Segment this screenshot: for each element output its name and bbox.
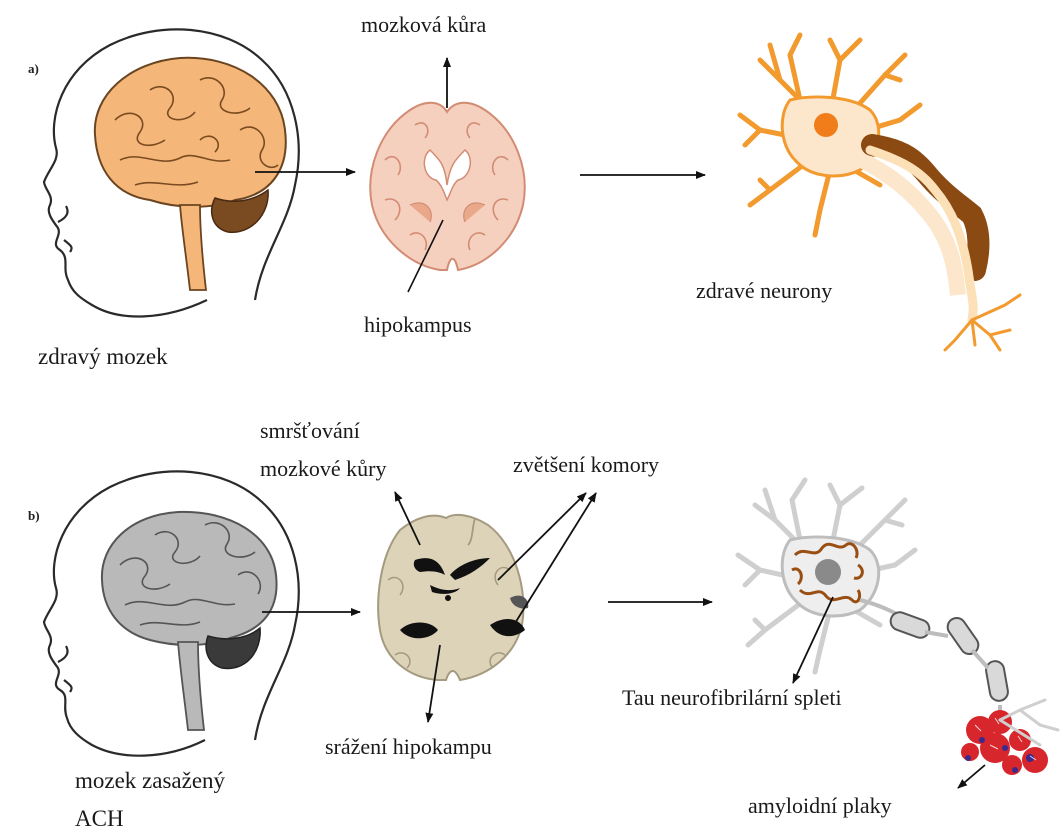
panel-b-tag: b) (28, 508, 40, 524)
affected-neuron (738, 480, 1058, 775)
label-affected-brain-line1: mozek zasažený (75, 768, 225, 794)
label-hippocampus: hipokampus (364, 312, 472, 337)
label-cortex-shrinking-line1: smršťování (260, 418, 360, 443)
label-affected-brain-line2: ACH (75, 806, 124, 832)
label-hippocampus-shrinking: srážení hipokampu (325, 734, 492, 759)
label-enlarged-ventricles: zvětšení komory (513, 452, 659, 477)
affected-brain (102, 512, 277, 730)
panel-a-tag: a) (28, 61, 39, 77)
healthy-brain-slice (370, 103, 524, 270)
myelin-segments (888, 610, 1009, 703)
arrow-ventricle-1 (498, 493, 586, 580)
label-healthy-brain: zdravý mozek (38, 344, 168, 370)
label-healthy-neurons: zdravé neurony (696, 278, 832, 303)
arrow-ventricle-2 (512, 493, 596, 628)
label-amyloid-plaques: amyloidní plaky (748, 793, 892, 818)
label-cerebral-cortex: mozková kůra (361, 12, 486, 37)
label-cortex-shrinking-line2: mozkové kůry (260, 456, 386, 481)
healthy-brain (95, 58, 286, 290)
arrow-to-plaques-label (958, 765, 985, 788)
label-tau-tangles: Tau neurofibrilární spleti (622, 685, 842, 710)
affected-brain-slice (378, 515, 528, 680)
